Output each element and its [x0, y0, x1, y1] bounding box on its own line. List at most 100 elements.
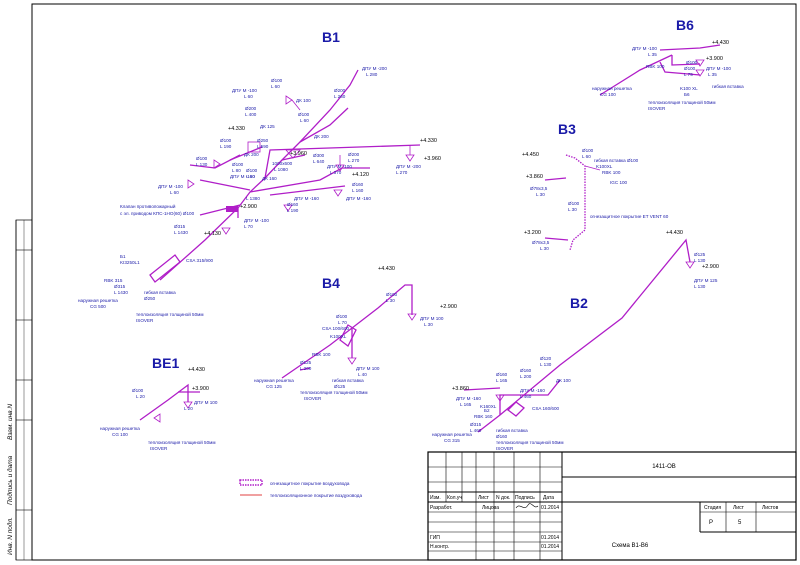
- b4-label: гибкая вставка: [332, 378, 364, 383]
- be1-label: L 20: [184, 406, 193, 411]
- b2-label: L 165: [460, 402, 472, 407]
- b1-label: Клапан противопожарный: [120, 203, 176, 209]
- b4-label: L 30: [386, 298, 395, 303]
- b1-label: L 590: [257, 144, 269, 149]
- b3-label: RBK 100: [602, 170, 621, 175]
- b2-label: ДПУ М 125: [694, 278, 718, 283]
- b1-label: L 1080: [274, 167, 288, 172]
- b1-label: Ø250: [144, 296, 156, 301]
- side-stamp-inv: Инв. N подл.: [6, 517, 14, 555]
- b1-label: L 280: [366, 72, 378, 77]
- b6-elevation: +3.900: [706, 56, 723, 62]
- b1-label: L 1380: [246, 196, 260, 201]
- b2-label: ISOVER: [496, 446, 514, 451]
- tb-role-dev: Разработ.: [430, 505, 452, 511]
- b1-label: L 400: [245, 112, 257, 117]
- b1-label: ДПУ М -160: [294, 196, 319, 201]
- b1-label: L 80: [232, 168, 241, 173]
- b2-label: K160XL: [480, 404, 497, 409]
- tb-date-nkontr: 01.2014: [541, 544, 559, 550]
- b3-label: Ø100: [582, 148, 594, 153]
- title-block-text: 1411-ОВ Изм. Кол.уч Лист N док. Подпись …: [430, 464, 779, 550]
- b4-label: Ø100: [386, 292, 398, 297]
- b1-label: Ø100: [196, 156, 208, 161]
- tb-header-ndoc: N док.: [496, 495, 510, 501]
- be1-label: ISOVER: [150, 446, 168, 451]
- b4-label: Ø125: [334, 384, 346, 389]
- b1-label: Ø200: [348, 152, 360, 157]
- b1-label: ДПУ М -100: [244, 218, 269, 223]
- b1-label: гибкая вставка: [144, 290, 176, 295]
- b6-title: B6: [676, 17, 694, 33]
- b1-label: ДПУ М -100: [327, 164, 352, 169]
- be1-label: CG 100: [112, 432, 128, 437]
- b1-label: ДПУ М -200: [362, 66, 387, 71]
- b2-elevation: +4.430: [666, 230, 683, 236]
- b3-label: L 30: [540, 246, 549, 251]
- b1-label: ДПУ М -200: [396, 164, 421, 169]
- be1-label: теплоизоляция толщиной 50мм: [148, 439, 215, 445]
- b1-elevation: +3.960: [290, 151, 307, 157]
- b1-label: Ø100: [220, 138, 232, 143]
- b1-label: ДК 125: [260, 124, 275, 129]
- b4-label: L 200: [300, 366, 312, 371]
- b3-label: L 30: [536, 192, 545, 197]
- b4-label: CSA 100/600: [322, 326, 350, 331]
- b3-elevation: +3.860: [526, 174, 543, 180]
- b1-label: L 1430: [174, 230, 188, 235]
- b6-label: ДПУ М -100: [706, 66, 731, 71]
- tb-name-dev: Лицова: [482, 505, 499, 511]
- tb-stage-header: Стадия: [704, 505, 721, 511]
- b2-label: L 165: [496, 378, 508, 383]
- b1-label: L 260: [334, 94, 346, 99]
- b1-label: Ø100: [246, 168, 258, 173]
- be1-label: L 20: [136, 394, 145, 399]
- b1-label: L 60: [244, 94, 253, 99]
- b2-label: L 200: [520, 374, 532, 379]
- tb-header-sign: Подпись: [515, 495, 535, 501]
- b6-label: K100 XL: [680, 86, 698, 91]
- b2-title: B2: [570, 295, 588, 311]
- b1-label: Ø200: [245, 106, 257, 111]
- b2-label: теплоизоляция толщиной 50мм: [496, 439, 563, 445]
- b1-label: Ø160: [352, 182, 364, 187]
- b6-label: Ø100: [684, 66, 696, 71]
- b4-label: ISOVER: [304, 396, 322, 401]
- b6-label: ДПУ М -100: [632, 46, 657, 51]
- b6-label: L 35: [648, 52, 657, 57]
- tb-header-date: Дата: [543, 495, 554, 501]
- b2-label: Ø160: [520, 368, 532, 373]
- b1-label: L 70: [244, 224, 253, 229]
- system-be1: BE1 Ø100 L 20 ДПУ М 100 L 20 наружная ре…: [100, 355, 218, 451]
- b3-label: L 60: [582, 154, 591, 159]
- b2-label: Б2: [484, 408, 490, 413]
- b4-label: L 40: [358, 372, 367, 377]
- b6-label: наружная решетка: [592, 86, 632, 91]
- b2-label: ДПУ М -160: [520, 388, 545, 393]
- tb-role-nkontr: Н.контр.: [430, 544, 449, 550]
- b2-label: L 130: [694, 284, 706, 289]
- b2-label: RBK 160: [474, 414, 493, 419]
- b4-label: Ø125: [300, 360, 312, 365]
- b3-label: K100XL: [596, 164, 613, 169]
- b1-label: L 130: [196, 162, 208, 167]
- b1-label: ДК 200: [244, 152, 259, 157]
- b2-elevation: +3.860: [452, 386, 469, 392]
- b1-label: L 190: [220, 144, 232, 149]
- b1-label: Ø250: [257, 138, 269, 143]
- b1-label: Ø315: [174, 224, 186, 229]
- b4-label: L 30: [424, 322, 433, 327]
- b4-label: L 70: [338, 320, 347, 325]
- b1-label: ДПУ М -160: [346, 196, 371, 201]
- b1-label: Ø100: [298, 112, 310, 117]
- legend-fire-text: огнезащитное покрытие воздуховода: [270, 481, 350, 486]
- b2-label: ДК 100: [556, 378, 571, 383]
- b1-label: L 60: [300, 118, 309, 123]
- b1-label: Ø300: [313, 153, 325, 158]
- tb-date-gip: 01.2014: [541, 535, 559, 541]
- b4-label: наружная решетка: [254, 378, 294, 383]
- b1-label: ДК 200: [314, 134, 329, 139]
- b1-label: с эл. приводом КПС-1НО(60) Ø100: [120, 211, 195, 216]
- b1-label: L 160: [352, 188, 364, 193]
